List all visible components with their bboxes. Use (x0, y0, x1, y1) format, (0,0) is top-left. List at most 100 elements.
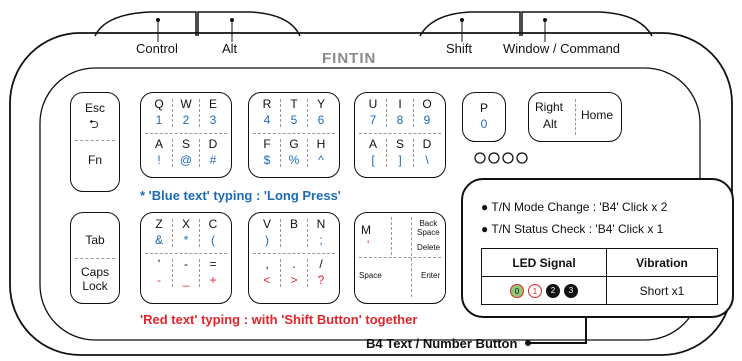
key-char: B (289, 217, 298, 231)
divider (413, 99, 414, 127)
info-panel: ● T/N Mode Change : 'B4' Click x 2 ● T/N… (461, 178, 734, 318)
mode-change-line: ● T/N Mode Change : 'B4' Click x 2 (481, 200, 668, 214)
divider (145, 133, 227, 134)
brand-logo: FINTIN (322, 50, 377, 67)
space-label: Space (359, 271, 382, 280)
key-char: _ (182, 273, 190, 287)
key-char: - (157, 273, 161, 287)
key-char: I (398, 97, 402, 111)
divider (280, 219, 281, 247)
key-char: A (368, 137, 377, 151)
key-char: X (181, 217, 190, 231)
divider (359, 257, 441, 258)
key-char: T (290, 97, 298, 111)
key-char: D (208, 137, 218, 151)
key-char: V (262, 217, 271, 231)
p-label: P (479, 101, 488, 115)
key-char: % (288, 153, 300, 167)
p-num-label: 0 (480, 117, 488, 131)
led-1: 1 (528, 283, 542, 298)
divider (386, 99, 387, 127)
m-sub-label: ' (367, 238, 370, 252)
key-char: * (183, 233, 189, 247)
key-char: ] (398, 153, 402, 167)
key-char: ! (157, 153, 161, 167)
key-char: H (316, 137, 326, 151)
key-char: ; (319, 233, 323, 247)
key-char: 5 (290, 113, 298, 127)
key-char: [ (371, 153, 375, 167)
key-char: N (316, 217, 326, 231)
key-char: 4 (263, 113, 271, 127)
esc-label: Esc (84, 101, 105, 115)
divider (575, 99, 576, 135)
esc-fn-key[interactable]: Esc ⮌ Fn (70, 92, 120, 192)
caps-lock-label: Caps Lock (80, 265, 109, 293)
led-indicators (474, 152, 528, 164)
divider (386, 139, 387, 167)
key-char: A (154, 137, 163, 151)
led-header: LED Signal (481, 248, 607, 277)
divider (75, 258, 115, 259)
divider (307, 139, 308, 167)
led-3: 3 (564, 283, 578, 298)
key-char: R (262, 97, 272, 111)
key-char: ( (211, 233, 215, 247)
m-label: M (361, 223, 371, 237)
key-char: C (208, 217, 218, 231)
key-char: S (181, 137, 190, 151)
key-char: G (289, 137, 299, 151)
key-char: , (265, 257, 269, 271)
key-char: ^ (318, 153, 324, 167)
control-label: Control (136, 41, 178, 56)
key-char: \ (425, 153, 429, 167)
key-char: O (422, 97, 432, 111)
key-char: / (319, 257, 323, 271)
fn-label: Fn (87, 153, 102, 167)
right-alt-home-key[interactable]: Right Alt Home (528, 92, 622, 142)
divider (359, 133, 441, 134)
divider (280, 259, 281, 287)
tab-caps-key[interactable]: Tab Caps Lock (70, 212, 120, 304)
divider (172, 99, 173, 127)
divider (307, 99, 308, 127)
divider (75, 140, 115, 141)
mode-change-text: T/N Mode Change : 'B4' Click x 2 (491, 200, 668, 214)
red-text-note: 'Red text' typing : with 'Shift Button' … (140, 312, 418, 327)
key-char: & (154, 233, 163, 247)
vibration-cell: Short x1 (606, 276, 718, 305)
status-check-line: ● T/N Status Check : 'B4' Click x 1 (481, 222, 664, 236)
divider (145, 253, 227, 254)
divider (172, 139, 173, 167)
divider (413, 139, 414, 167)
key-char: 2 (182, 113, 190, 127)
divider (172, 219, 173, 247)
divider (391, 217, 392, 255)
backspace-label: Back Space (417, 219, 440, 237)
divider (172, 259, 173, 287)
key-char: > (290, 273, 298, 287)
key-char: F (263, 137, 271, 151)
key-char: 8 (396, 113, 404, 127)
m-backspace-key[interactable]: M ' Back Space Delete Space Enter (354, 212, 446, 304)
key-char: E (208, 97, 217, 111)
enter-label: Enter (421, 271, 441, 280)
key-char: < (263, 273, 271, 287)
key-char: ) (265, 233, 269, 247)
divider (307, 259, 308, 287)
blue-text-note: * 'Blue text' typing : 'Long Press' (140, 188, 341, 203)
vibration-header: Vibration (606, 248, 718, 277)
alt-label: Alt (222, 41, 238, 56)
tab-label: Tab (85, 233, 105, 247)
led-2: 2 (546, 283, 560, 298)
divider (199, 139, 200, 167)
key-char: D (422, 137, 432, 151)
p-key[interactable]: P 0 (462, 92, 506, 142)
